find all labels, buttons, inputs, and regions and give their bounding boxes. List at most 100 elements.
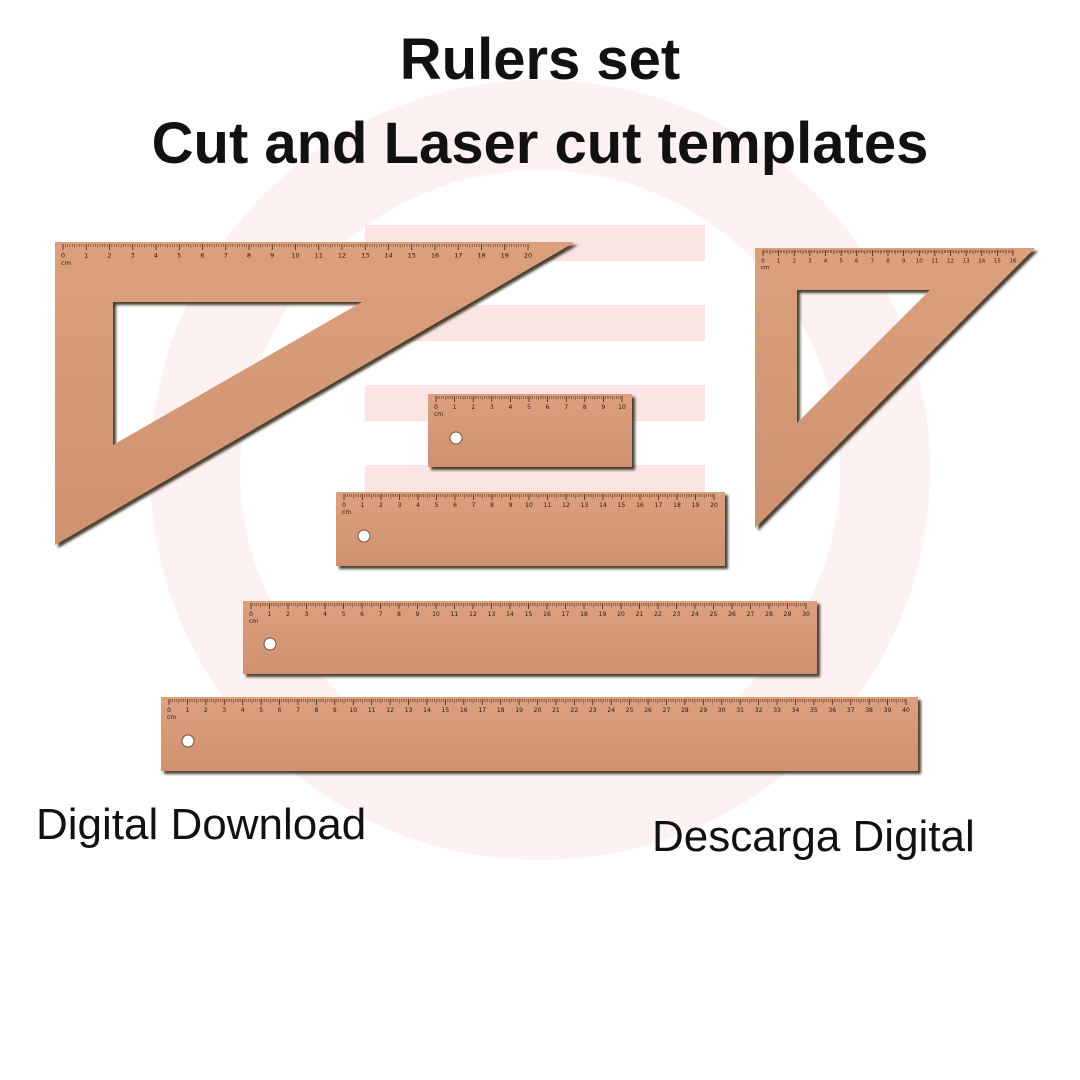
tick-label: 13 — [963, 259, 970, 265]
tick-label: 34 — [792, 707, 800, 714]
tick-label: 5 — [839, 259, 843, 265]
tick-label: 18 — [580, 611, 588, 618]
tick-label: 1 — [453, 404, 457, 411]
tick-label: 5 — [259, 707, 263, 714]
tick-label: 24 — [691, 611, 699, 618]
tick-label: 0 — [342, 502, 346, 509]
tick-label: 4 — [241, 707, 245, 714]
tick-label: 3 — [490, 404, 494, 411]
ruler-10cm — [428, 394, 632, 467]
ruler-20cm-hang-hole — [357, 529, 371, 543]
tick-label: 16 — [460, 707, 468, 714]
tick-label: 10 — [916, 259, 923, 265]
tick-label: 38 — [865, 707, 873, 714]
tick-label: 12 — [386, 707, 394, 714]
tick-label: 30 — [718, 707, 726, 714]
tick-label: 11 — [451, 611, 459, 618]
tick-label: 14 — [423, 707, 431, 714]
tick-label: 6 — [546, 404, 550, 411]
tick-label: 8 — [886, 259, 890, 265]
tick-label: 11 — [368, 707, 376, 714]
tick-label: 14 — [978, 259, 985, 265]
tick-label: 3 — [398, 502, 402, 509]
tick-label: 10 — [291, 252, 299, 260]
tick-label: 17 — [655, 502, 663, 509]
tick-label: 14 — [506, 611, 514, 618]
tick-label: 2 — [471, 404, 475, 411]
tick-label: 25 — [710, 611, 718, 618]
tick-label: 1 — [361, 502, 365, 509]
tick-label: 0 — [761, 259, 765, 265]
tick-label: 16 — [1010, 259, 1017, 265]
tick-label: 17 — [478, 707, 486, 714]
tick-label: 5 — [177, 252, 181, 260]
ruler-30cm — [243, 601, 817, 674]
tick-label: 30 — [802, 611, 810, 618]
tick-label: 0 — [167, 707, 171, 714]
tick-label: 11 — [931, 259, 938, 265]
tick-label: 7 — [871, 259, 875, 265]
tick-label: 25 — [626, 707, 634, 714]
tick-label: 7 — [379, 611, 383, 618]
tick-label: 22 — [654, 611, 662, 618]
tick-label: 8 — [397, 611, 401, 618]
tick-label: 7 — [564, 404, 568, 411]
tick-label: 6 — [200, 252, 204, 260]
tick-label: 17 — [562, 611, 570, 618]
ruler-30cm-hang-hole — [263, 637, 277, 651]
tick-label: 9 — [902, 259, 906, 265]
tick-label: 21 — [552, 707, 560, 714]
tick-label: 1 — [84, 252, 88, 260]
tick-label: 13 — [405, 707, 413, 714]
tick-label: 5 — [342, 611, 346, 618]
tick-label: 8 — [490, 502, 494, 509]
tick-label: 27 — [747, 611, 755, 618]
tick-label: 6 — [453, 502, 457, 509]
set-square-small — [755, 248, 1035, 528]
tick-label: 19 — [599, 611, 607, 618]
tick-label: 15 — [618, 502, 626, 509]
tick-label: 8 — [314, 707, 318, 714]
unit-label: cm — [434, 411, 443, 418]
tick-label: 28 — [765, 611, 773, 618]
tick-label: 33 — [773, 707, 781, 714]
tick-label: 2 — [107, 252, 111, 260]
tick-label: 22 — [571, 707, 579, 714]
tick-label: 3 — [305, 611, 309, 618]
tick-label: 10 — [618, 404, 626, 411]
tick-label: 19 — [501, 252, 509, 260]
tick-label: 5 — [435, 502, 439, 509]
tick-label: 9 — [270, 252, 274, 260]
tick-label: 7 — [472, 502, 476, 509]
tick-label: 15 — [442, 707, 450, 714]
ruler-20cm — [336, 492, 725, 566]
tick-label: 17 — [454, 252, 462, 260]
caption-descarga-digital: Descarga Digital — [652, 812, 975, 861]
tick-label: 40 — [902, 707, 910, 714]
tick-label: 0 — [249, 611, 253, 618]
tick-label: 8 — [247, 252, 251, 260]
tick-label: 6 — [855, 259, 859, 265]
tick-label: 18 — [477, 252, 485, 260]
tick-label: 13 — [488, 611, 496, 618]
tick-label: 12 — [947, 259, 954, 265]
tick-label: 15 — [994, 259, 1001, 265]
tick-label: 3 — [222, 707, 226, 714]
tick-label: 37 — [847, 707, 855, 714]
tick-label: 4 — [323, 611, 327, 618]
tick-label: 1 — [186, 707, 190, 714]
unit-label: cm — [342, 509, 351, 516]
tick-label: 18 — [673, 502, 681, 509]
tick-label: 7 — [296, 707, 300, 714]
tick-label: 29 — [700, 707, 708, 714]
tick-label: 6 — [278, 707, 282, 714]
ruler-40cm — [161, 697, 918, 771]
tick-label: 2 — [204, 707, 208, 714]
tick-label: 16 — [636, 502, 644, 509]
tick-label: 13 — [361, 252, 369, 260]
